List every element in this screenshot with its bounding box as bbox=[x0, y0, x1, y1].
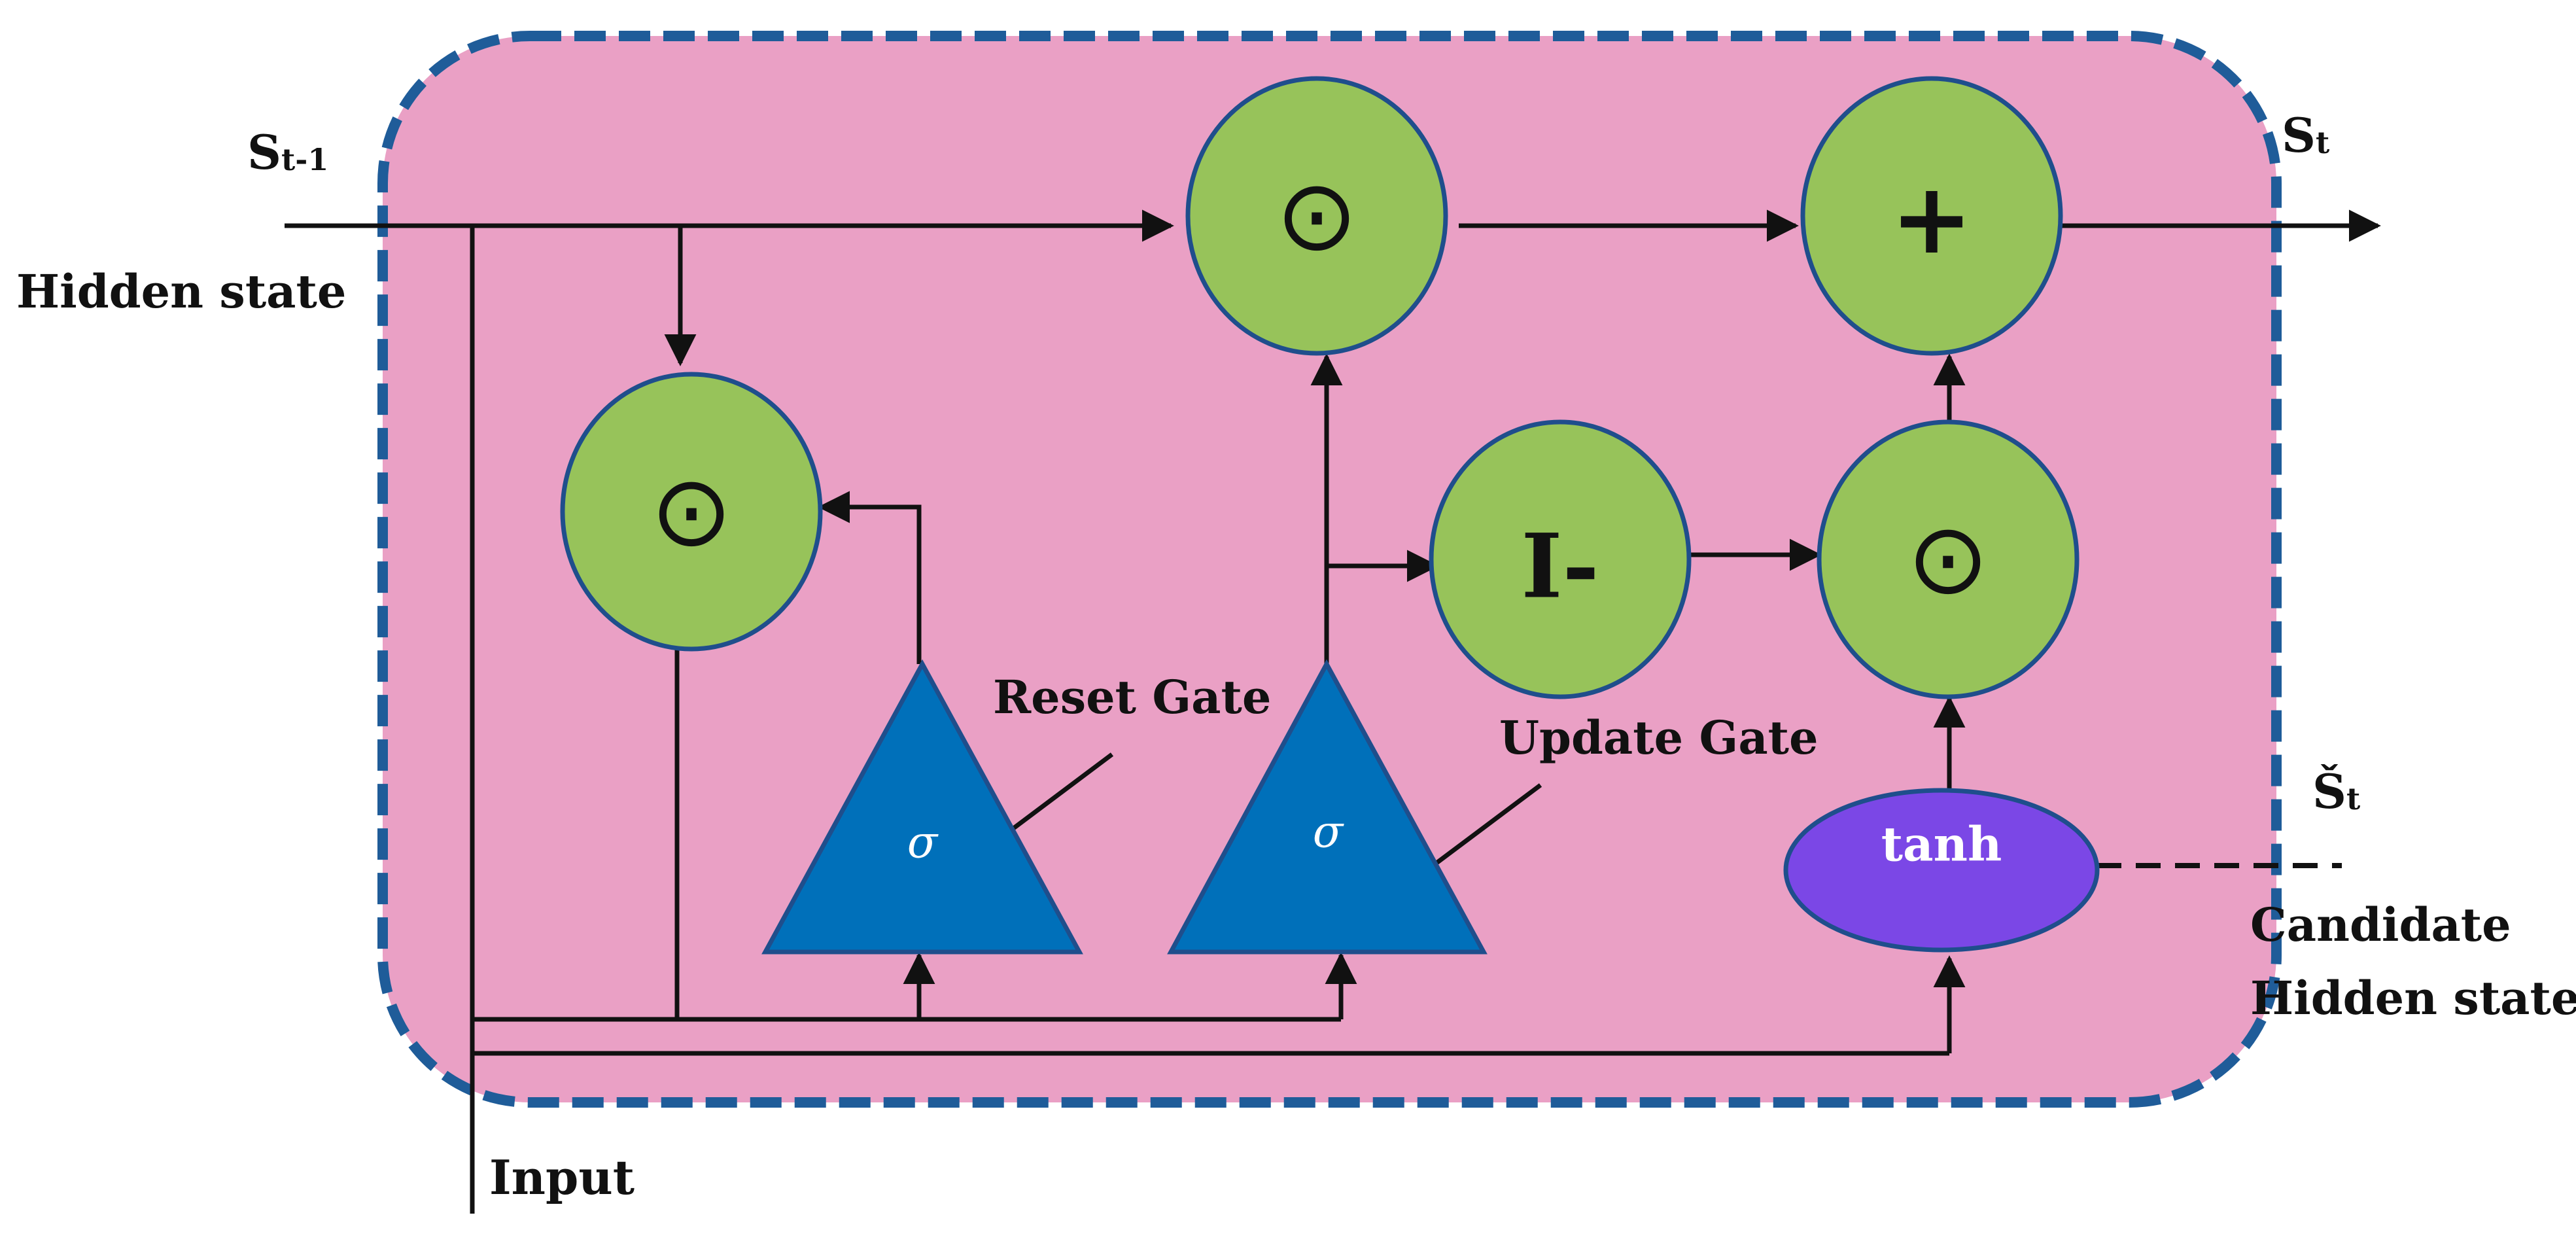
prev-state-label: St-1 bbox=[247, 124, 328, 180]
candidate-state-symbol: Št bbox=[2312, 764, 2361, 819]
tanh-node: tanh bbox=[1783, 788, 2100, 953]
reset-gate-node: σ bbox=[761, 659, 1083, 955]
tanh-label: tanh bbox=[1881, 817, 2002, 872]
one-minus-node: I- bbox=[1429, 419, 1692, 699]
reset-multiply-symbol: ⊙ bbox=[650, 455, 733, 569]
update-sigma: σ bbox=[1313, 807, 1344, 858]
candidate-multiply-node: ⊙ bbox=[1817, 419, 2080, 699]
add-symbol: + bbox=[1890, 162, 1973, 276]
input-label: Input bbox=[489, 1150, 635, 1205]
add-node: + bbox=[1800, 76, 2063, 356]
reset-multiply-node: ⊙ bbox=[560, 372, 823, 652]
connections bbox=[285, 209, 2381, 1214]
hidden-state-label: Hidden state bbox=[16, 264, 346, 319]
candidate-multiply-symbol: ⊙ bbox=[1907, 502, 1989, 616]
top-multiply-node: ⊙ bbox=[1185, 76, 1448, 356]
reset-gate-label: Reset Gate bbox=[993, 670, 1271, 724]
top-multiply-symbol: ⊙ bbox=[1276, 159, 1358, 273]
candidate-label-line1: Candidate bbox=[2250, 898, 2511, 952]
output-state-label: St bbox=[2282, 107, 2330, 163]
candidate-label-line2: Hidden state bbox=[2250, 971, 2576, 1025]
update-gate-label: Update Gate bbox=[1499, 711, 1819, 765]
update-gate-node: σ bbox=[1167, 659, 1488, 955]
reset-sigma: σ bbox=[907, 817, 939, 869]
one-minus-symbol: I- bbox=[1521, 514, 1599, 618]
reset-gate-output bbox=[818, 491, 922, 664]
